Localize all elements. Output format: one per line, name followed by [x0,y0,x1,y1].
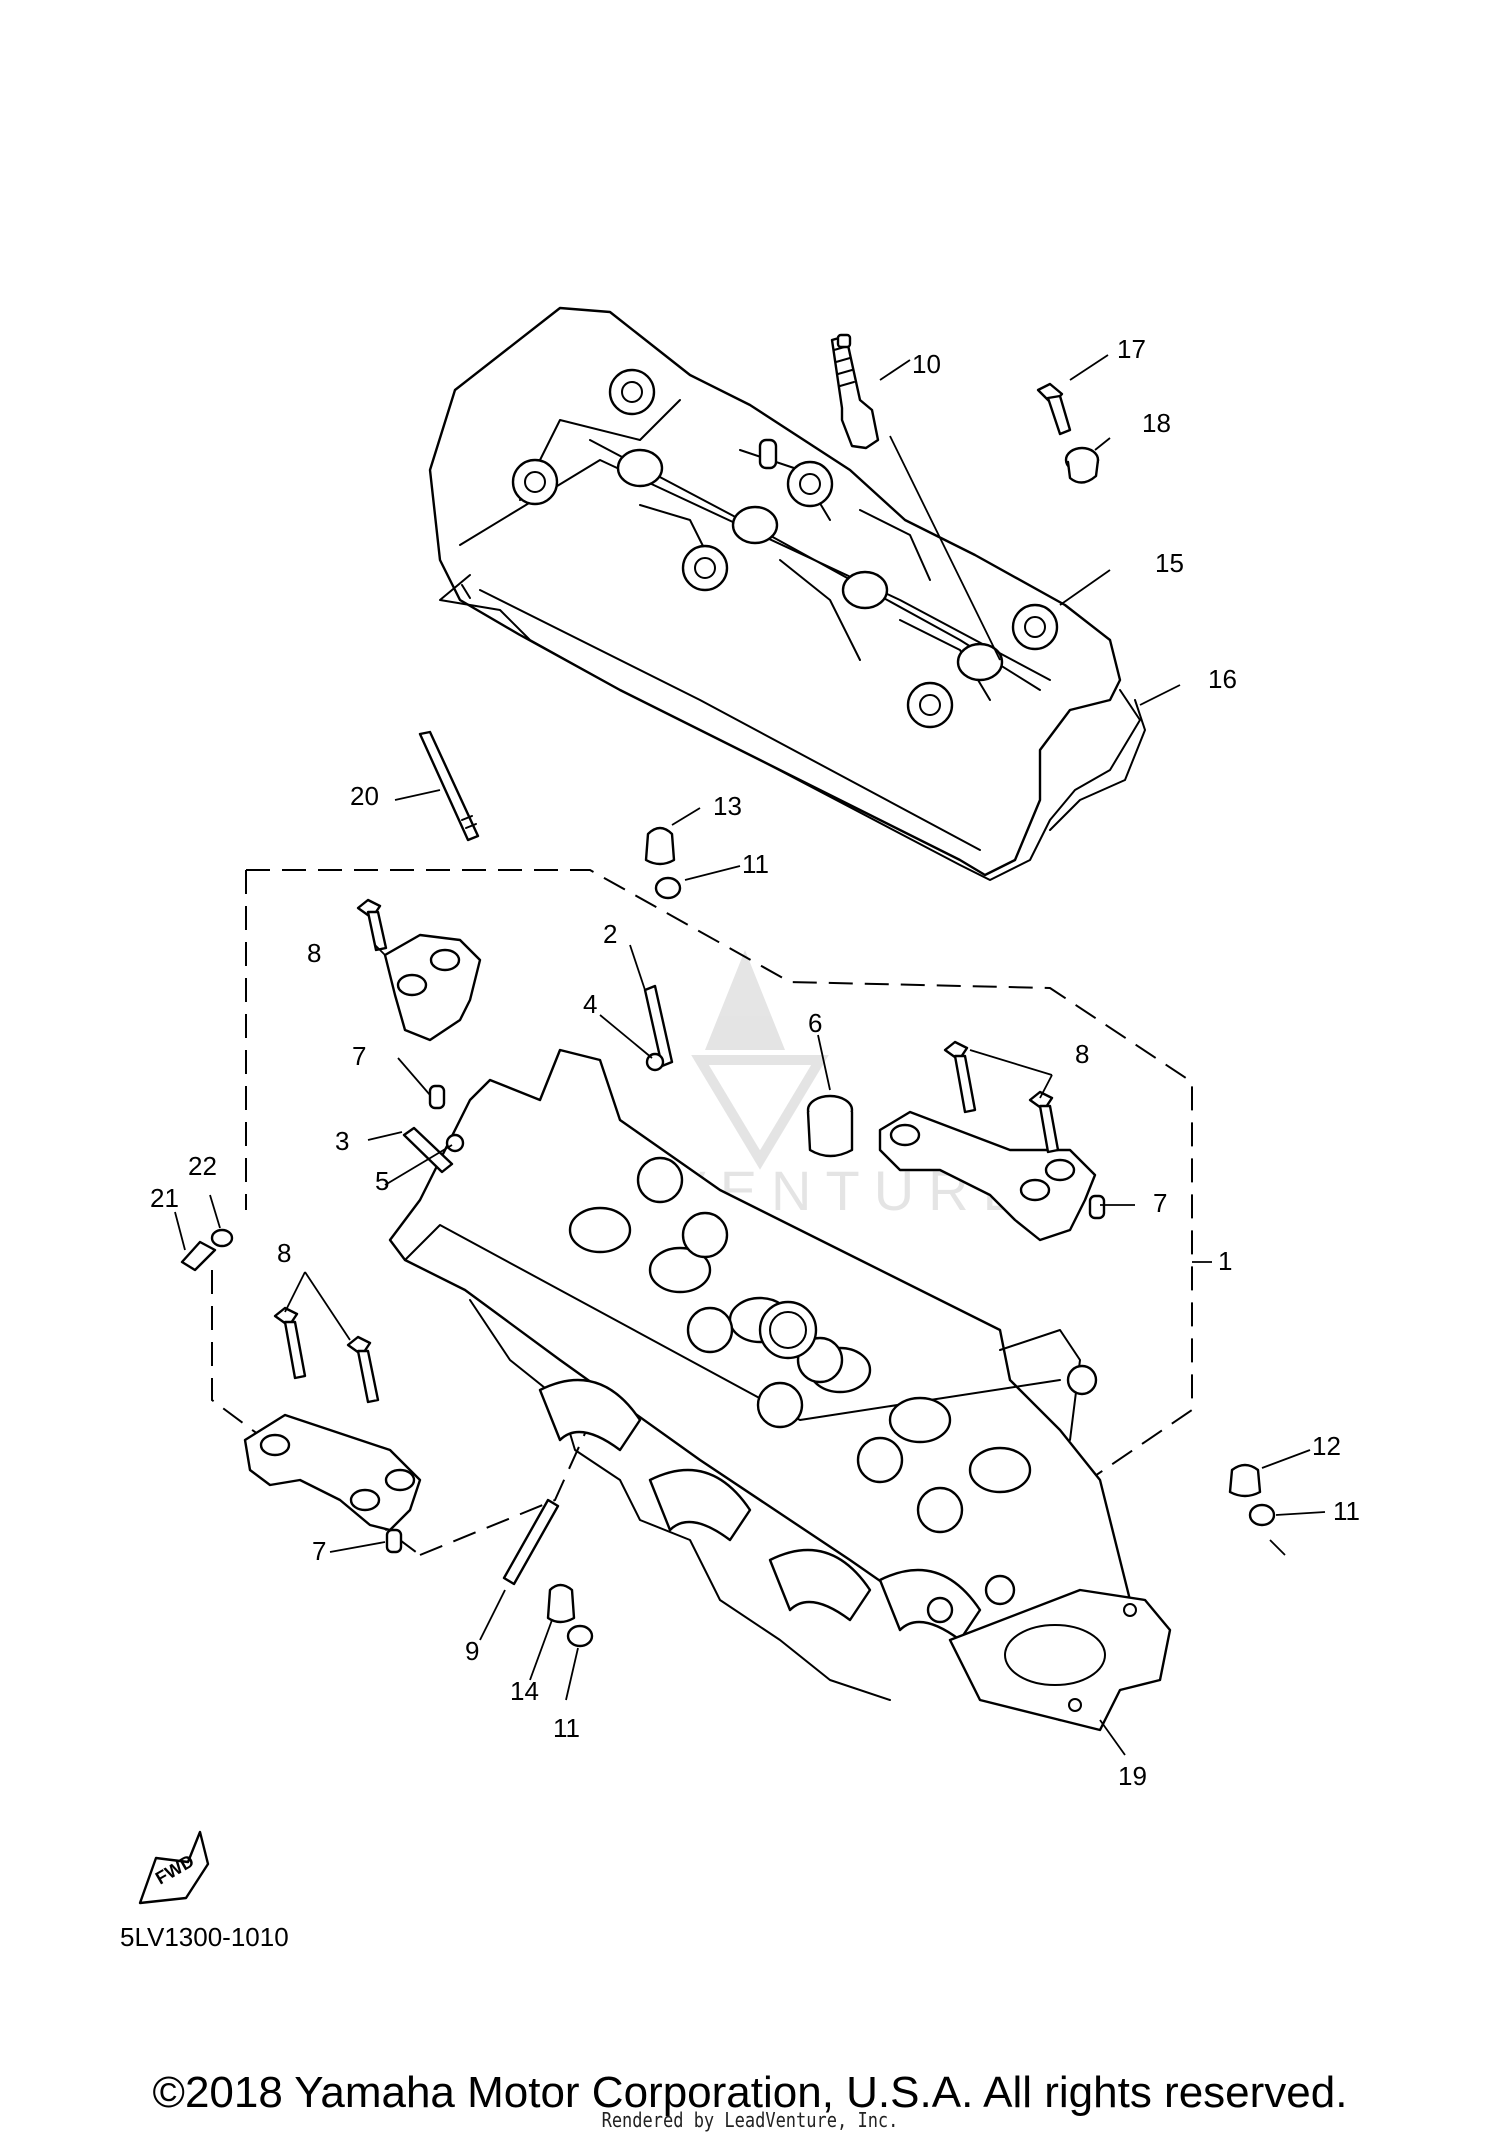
callout-3: 3 [335,1126,349,1156]
callout-11-right: 11 [1333,1496,1360,1526]
plug-lower [546,1583,576,1624]
callout-labels: 1 2 3 4 5 6 7 7 7 8 8 8 9 10 11 11 11 12… [150,334,1360,1791]
callout-11-lower: 11 [553,1713,580,1743]
callout-6: 6 [808,1008,822,1038]
callout-18: 18 [1142,408,1171,438]
camshaft-cap-lower-left [243,1413,422,1532]
cylinder-head-cover [428,306,1122,877]
callout-4: 4 [583,989,597,1019]
forward-direction-arrow: FWD [138,1830,210,1905]
cap-bolt [943,1040,977,1114]
callout-9: 9 [465,1636,479,1666]
callout-8-lower: 8 [277,1238,291,1268]
dowel-pin [1088,1194,1106,1220]
callout-21: 21 [150,1183,179,1213]
callout-11-upper: 11 [742,849,769,879]
callout-22: 22 [188,1151,217,1181]
callout-7-lower: 7 [312,1536,326,1566]
gasket-washer [566,1624,594,1648]
callout-7-upper: 7 [352,1041,366,1071]
cap-bolt [346,1335,380,1404]
callout-15: 15 [1155,548,1184,578]
cover-bolt [1036,382,1072,436]
flange-bolt [180,1240,217,1272]
callout-12: 12 [1312,1431,1341,1461]
plug-upper [644,826,676,866]
stud-bolt [643,984,674,1068]
dowel-pin [385,1528,403,1554]
stud-bolt-long [418,730,480,842]
gasket-washer [654,876,682,900]
callout-19: 19 [1118,1761,1147,1791]
callout-13: 13 [713,791,742,821]
head-cover-gasket [439,574,1141,881]
copyright-notice: ©2018 Yamaha Motor Corporation, U.S.A. A… [152,2068,1348,2117]
spark-plug [830,333,880,450]
callout-8-upper: 8 [307,938,321,968]
cover-grommet [1064,446,1100,484]
rendered-by-notice: Rendered by LeadVenture, Inc. [601,2108,899,2132]
valve-pockets [636,1156,964,1534]
valve-guide [402,1126,454,1174]
callout-7-right: 7 [1153,1188,1167,1218]
stud-bolt-short [502,1498,560,1586]
cap-bolt [273,1306,307,1380]
diagram-code: 5LV1300-1010 [120,1922,289,1952]
callout-16: 16 [1208,664,1237,694]
callout-1: 1 [1218,1246,1232,1276]
intake-ports [538,1378,982,1642]
plug-right [1228,1463,1262,1498]
callout-17: 17 [1117,334,1146,364]
gasket-washer [1248,1503,1276,1527]
callout-10: 10 [912,349,941,379]
cap-bolt [1028,1090,1060,1154]
leader-lines [174,354,1326,1756]
cylinder-head-gasket [948,1588,1172,1732]
o-ring [445,1133,465,1153]
camshaft-cap-right [878,1110,1097,1242]
callout-2: 2 [603,919,617,949]
cap-bolt [356,898,388,952]
cylinder-head-plug [806,1094,854,1158]
washer [210,1228,234,1248]
cover-bolt-bosses [511,368,1059,729]
dowel-pin [428,1084,446,1110]
cylinder-head [388,1048,1142,1722]
callout-20: 20 [350,781,379,811]
callout-14: 14 [510,1676,539,1706]
camshaft-cap-upper-left [383,933,482,1042]
spark-plug-holes [616,448,1004,682]
callout-5: 5 [375,1166,389,1196]
callout-8-right: 8 [1075,1039,1089,1069]
